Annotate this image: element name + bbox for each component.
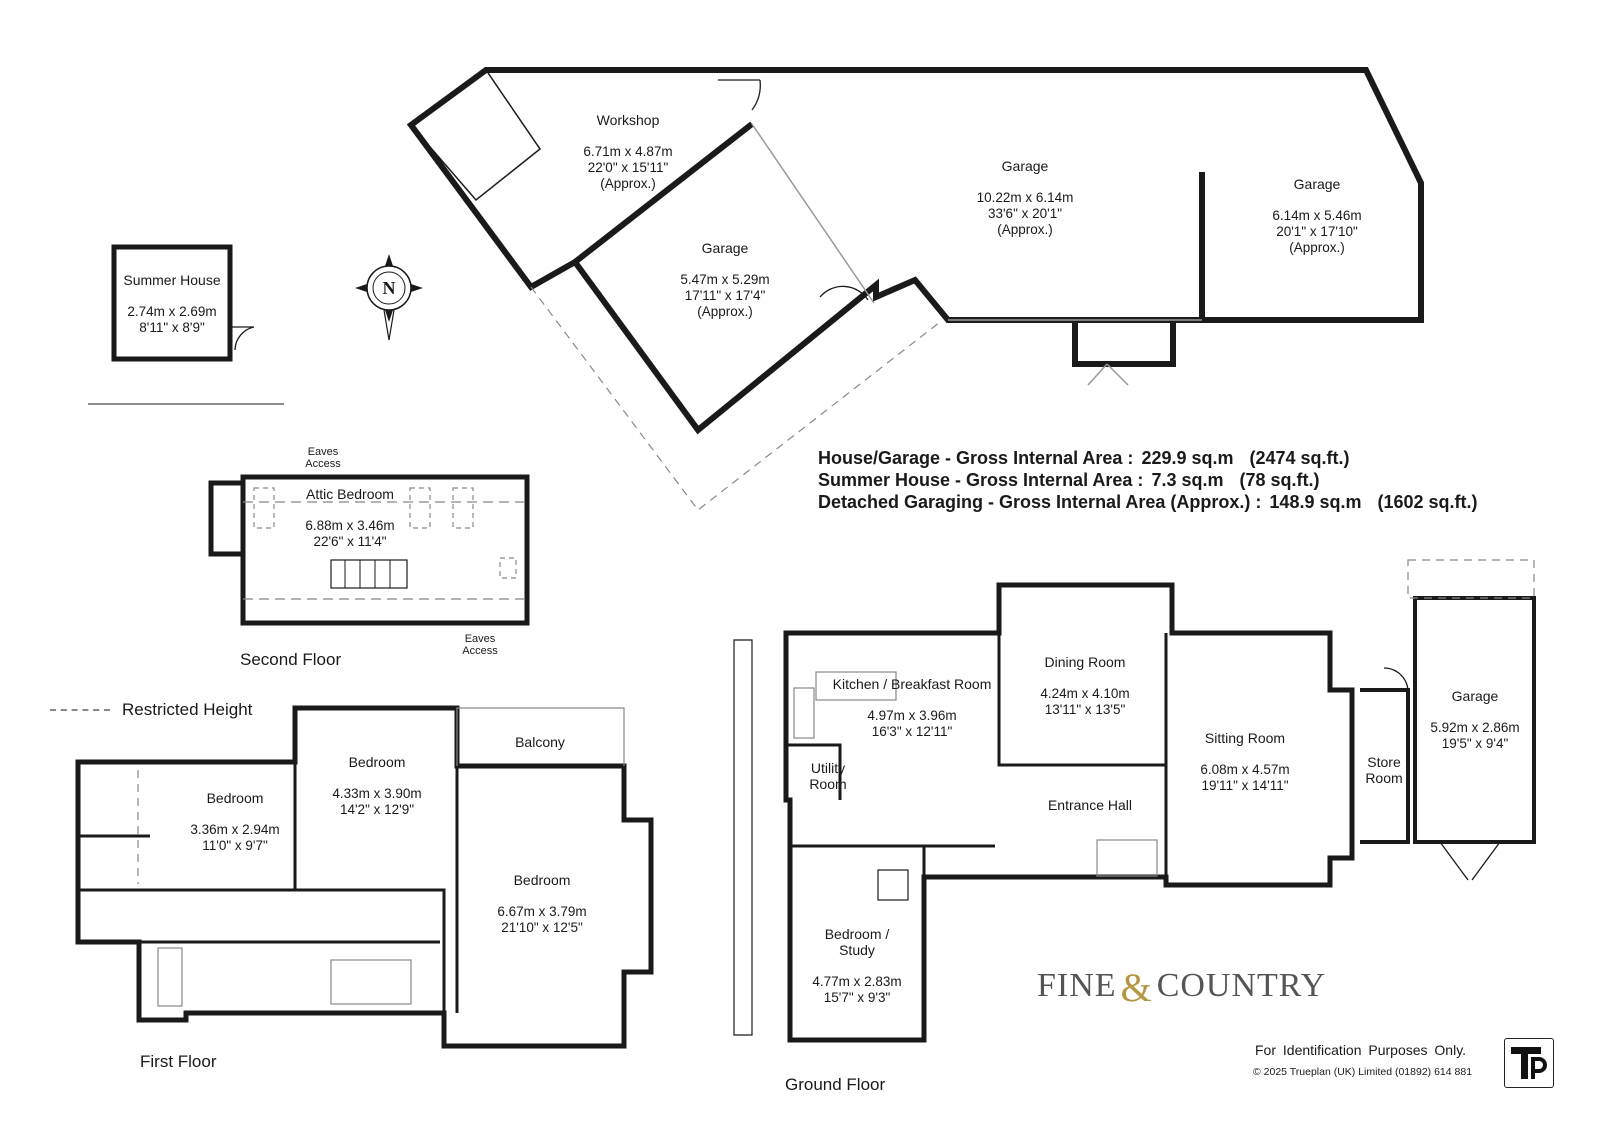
- copyright-note: © 2025 Trueplan (UK) Limited (01892) 614…: [1253, 1066, 1473, 1078]
- first-floor-title: First Floor: [140, 1052, 217, 1071]
- dining-room-label: Dining Room 4.24m x 4.10m 13'11" x 13'5": [1040, 654, 1130, 717]
- area-summary: House/Garage - Gross Internal Area :229.…: [818, 447, 1478, 513]
- attic-ensuite: [208, 480, 246, 557]
- utility-room-label: Utility Room: [809, 760, 847, 792]
- second-floor-title: Second Floor: [240, 650, 342, 669]
- workshop-garage-wall: [573, 121, 754, 265]
- summer-house-label: Summer House 2.74m x 2.69m 8'11" x 8'9": [123, 272, 221, 335]
- compass-letter: N: [382, 278, 396, 298]
- attic-bedroom-label: Attic Bedroom 6.88m x 3.46m 22'6" x 11'4…: [305, 486, 395, 549]
- summer-house-outline: [111, 244, 233, 362]
- area-row-detached-garaging: Detached Garaging - Gross Internal Area …: [818, 492, 1478, 512]
- bay-wall: [1072, 320, 1176, 367]
- sitting-room-label: Sitting Room 6.08m x 4.57m 19'11" x 14'1…: [1200, 730, 1290, 793]
- fine-and-country-logo: FINE&COUNTRY: [1037, 965, 1327, 1010]
- kitchen-label: Kitchen / Breakfast Room 4.97m x 3.96m 1…: [832, 676, 992, 739]
- ground-floor-title: Ground Floor: [785, 1075, 886, 1094]
- identification-note: For Identification Purposes Only.: [1255, 1042, 1467, 1058]
- dashed-line-icon: [50, 709, 110, 711]
- store-room-label: Store Room: [1365, 754, 1403, 786]
- bedroom-1-label: Bedroom 3.36m x 2.94m 11'0" x 9'7": [190, 790, 280, 853]
- workshop-label: Workshop 6.71m x 4.87m 22'0" x 15'11" (A…: [583, 112, 673, 191]
- balcony-label: Balcony: [515, 734, 565, 750]
- compass-icon: [355, 254, 423, 341]
- area-row-summer-house: Summer House - Gross Internal Area :7.3 …: [818, 470, 1320, 490]
- area-row-house: House/Garage - Gross Internal Area :229.…: [818, 448, 1350, 468]
- ground-floor-outline: [783, 582, 1355, 1043]
- garage-right-label: Garage 6.14m x 5.46m 20'1" x 17'10" (App…: [1272, 176, 1362, 255]
- outdoor-dashed-area: [530, 286, 941, 511]
- entrance-hall-label: Entrance Hall: [1047, 797, 1133, 813]
- bedroom-3-label: Bedroom 6.67m x 3.79m 21'10" x 12'5": [497, 872, 587, 935]
- garage-big-label: Garage 10.22m x 6.14m 33'6" x 20'1" (App…: [976, 158, 1074, 237]
- trueplan-logo: [1504, 1038, 1554, 1088]
- garage-small-label: Garage 5.92m x 2.86m 19'5" x 9'4": [1430, 688, 1520, 751]
- bedroom-2-label: Bedroom 4.33m x 3.90m 14'2" x 12'9": [332, 754, 422, 817]
- tp-logo-icon: [1511, 1047, 1547, 1079]
- study-label: Bedroom / Study 4.77m x 2.83m 15'7" x 9'…: [812, 926, 902, 1005]
- restricted-height-legend: Restricted Height: [50, 700, 252, 720]
- garage-mid-label: Garage 5.47m x 5.29m 17'11" x 17'4" (App…: [680, 240, 770, 319]
